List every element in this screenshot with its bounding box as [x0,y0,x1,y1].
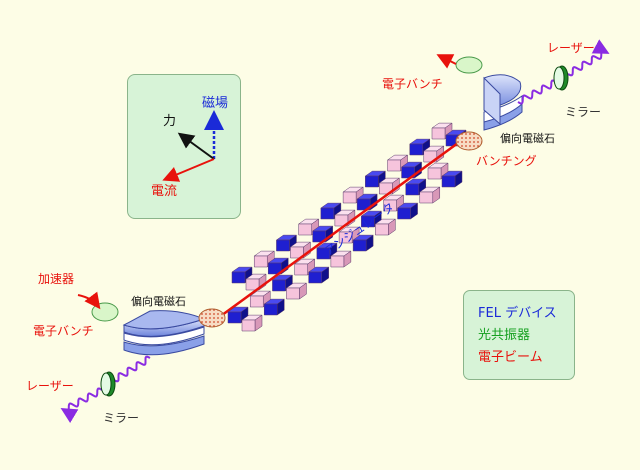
undulator-magnet-upper-inner [289,241,312,259]
undulator-magnet-lower-outer [241,314,263,332]
undulator-magnet-lower-inner [293,258,316,276]
undulator-magnet-lower-outer [418,186,441,204]
undulator-magnet-lower-outer [352,234,374,252]
electron-bunch-top-label: 電子バンチ [382,77,443,91]
undulator-magnet-upper-inner [245,273,267,291]
laser-bottom-label: レーザー [26,379,74,393]
current-label: 電流 [151,184,178,199]
bending-magnet-bottom-label: 偏向電磁石 [131,295,186,308]
undulator-magnet-lower-outer [263,298,286,316]
legend-electron-beam: 電子ビーム [478,350,543,365]
bending-magnet-bottom [122,310,206,356]
undulator-magnet-upper-inner [267,257,290,275]
undulator-magnet-upper-inner [311,225,334,243]
undulator-magnet-lower-outer [307,266,330,284]
mirror-bottom-label: ミラー [103,411,140,425]
undulator-magnet-lower-inner [227,306,249,324]
undulator-magnet-upper-outer [364,170,387,188]
undulator-magnets-back [231,122,467,291]
electron-beam-line [217,141,459,320]
electron-bunch-oval-top [455,56,483,74]
magnetic-field-label: 磁場 [202,96,229,111]
bending-magnet-top-label: 偏向電磁石 [500,132,555,145]
undulator-magnet-lower-inner [382,194,405,212]
laser-top-wave [517,79,557,105]
legend-panel: FEL デバイス 光共振器 電子ビーム [463,290,575,380]
undulator-magnet-lower-outer [330,250,352,268]
undulator-magnet-lower-outer [396,202,419,220]
undulator-magnet-upper-outer [431,122,453,140]
electron-bunch-oval-bottom [91,302,119,322]
mirror-bottom [100,371,116,397]
undulator-magnet-lower-inner [249,290,272,308]
bunching-label: バンチング [476,154,537,168]
undulator-magnet-upper-outer [408,138,431,156]
electron-bunch-bottom-label: 電子バンチ [33,324,94,338]
undulator-magnet-lower-inner [427,162,449,180]
laser-top-out-wave [567,39,610,77]
undulator-magnet-upper-inner [378,177,401,195]
bending-magnet-top [483,74,523,131]
laser-top-label: レーザー [547,41,595,55]
bunch-bottom [198,308,226,328]
laser-bottom-out-wave [60,387,103,424]
beam-exit-arrow [436,54,457,69]
undulator-magnet-lower-outer [285,282,308,300]
legend-resonator: 光共振器 [478,328,531,343]
force-axes [162,110,224,182]
bunch-top [455,131,483,151]
mirror-top-label: ミラー [565,105,602,119]
undulator-magnet-lower-outer [374,218,397,236]
current-arrow [162,158,215,182]
laser-bottom-wave [113,355,151,383]
force-arrow [177,132,215,160]
undulator-magnet-lower-outer [441,170,463,188]
legend-title: FEL デバイス [478,306,557,321]
undulator-magnet-lower-inner [271,274,294,292]
accelerator-label: 加速器 [38,272,75,286]
accelerator-arrow [77,291,101,310]
force-label: 力 [163,114,177,129]
undulator-magnets-front [227,162,463,332]
mirror-top [553,65,569,91]
force-diagram-panel: 磁場 力 電流 [127,74,241,219]
